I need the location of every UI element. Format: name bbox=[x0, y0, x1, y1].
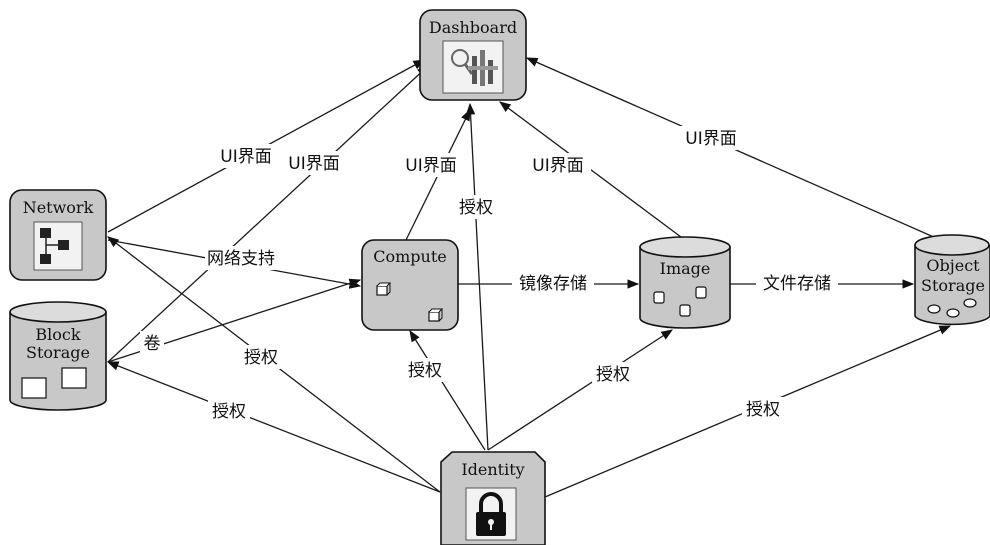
label-volume: 卷 bbox=[144, 334, 161, 354]
object-storage-title-line1: Object bbox=[926, 256, 980, 275]
label-auth-dashboard: 授权 bbox=[459, 198, 493, 218]
block-storage-title-line2: Storage bbox=[26, 343, 90, 362]
label-ui-block: UI界面 bbox=[288, 154, 339, 174]
compute-cube-icon bbox=[428, 308, 444, 322]
lock-icon bbox=[465, 487, 517, 541]
node-object-storage[interactable]: Object Storage bbox=[914, 234, 990, 326]
edge-identity-block bbox=[106, 361, 441, 493]
identity-title: Identity bbox=[461, 460, 524, 479]
label-auth-block: 授权 bbox=[212, 402, 246, 422]
block-storage-title-line1: Block bbox=[35, 325, 80, 344]
label-file-storage: 文件存储 bbox=[763, 274, 831, 294]
image-file-icon bbox=[653, 291, 665, 304]
label-auth-image: 授权 bbox=[596, 365, 630, 385]
node-identity[interactable]: Identity bbox=[440, 451, 546, 545]
label-ui-network: UI界面 bbox=[220, 147, 271, 167]
object-icon bbox=[963, 298, 977, 308]
image-file-icon bbox=[679, 304, 691, 317]
object-icon bbox=[927, 304, 941, 314]
node-compute[interactable]: Compute bbox=[361, 239, 459, 331]
node-image[interactable]: Image bbox=[639, 236, 731, 329]
edge-identity-compute bbox=[409, 330, 486, 451]
network-title: Network bbox=[23, 198, 94, 217]
label-ui-compute: UI界面 bbox=[405, 156, 456, 176]
compute-title: Compute bbox=[373, 247, 447, 266]
label-image-storage: 镜像存储 bbox=[519, 274, 587, 294]
node-block-storage[interactable]: Block Storage bbox=[9, 301, 107, 411]
label-auth-network: 授权 bbox=[244, 348, 278, 368]
object-storage-title-line2: Storage bbox=[921, 276, 985, 295]
block-volume-icon bbox=[61, 367, 87, 389]
edge-identity-image bbox=[487, 329, 673, 451]
dashboard-icon bbox=[442, 40, 504, 94]
label-auth-object: 授权 bbox=[746, 400, 780, 420]
label-network-support: 网络支持 bbox=[207, 249, 275, 269]
edge-image-dashboard bbox=[499, 101, 686, 241]
dashboard-title: Dashboard bbox=[429, 18, 517, 37]
image-title: Image bbox=[660, 259, 711, 278]
node-network[interactable]: Network bbox=[9, 189, 107, 281]
node-dashboard[interactable]: Dashboard bbox=[419, 9, 527, 101]
network-icon bbox=[33, 221, 83, 271]
block-volume-icon bbox=[21, 377, 47, 399]
image-file-icon bbox=[695, 286, 707, 299]
edge-labels: UI界面 UI界面 UI界面 UI界面 UI界面 网络支持 卷 镜像存储 文件存… bbox=[140, 126, 838, 423]
edge-block-dashboard bbox=[107, 65, 429, 363]
compute-cube-icon bbox=[376, 282, 392, 296]
object-icon bbox=[946, 308, 960, 318]
label-ui-image: UI界面 bbox=[532, 156, 583, 176]
edge-identity-dashboard bbox=[465, 102, 489, 451]
label-ui-object: UI界面 bbox=[685, 129, 736, 149]
label-auth-compute: 授权 bbox=[408, 361, 442, 381]
